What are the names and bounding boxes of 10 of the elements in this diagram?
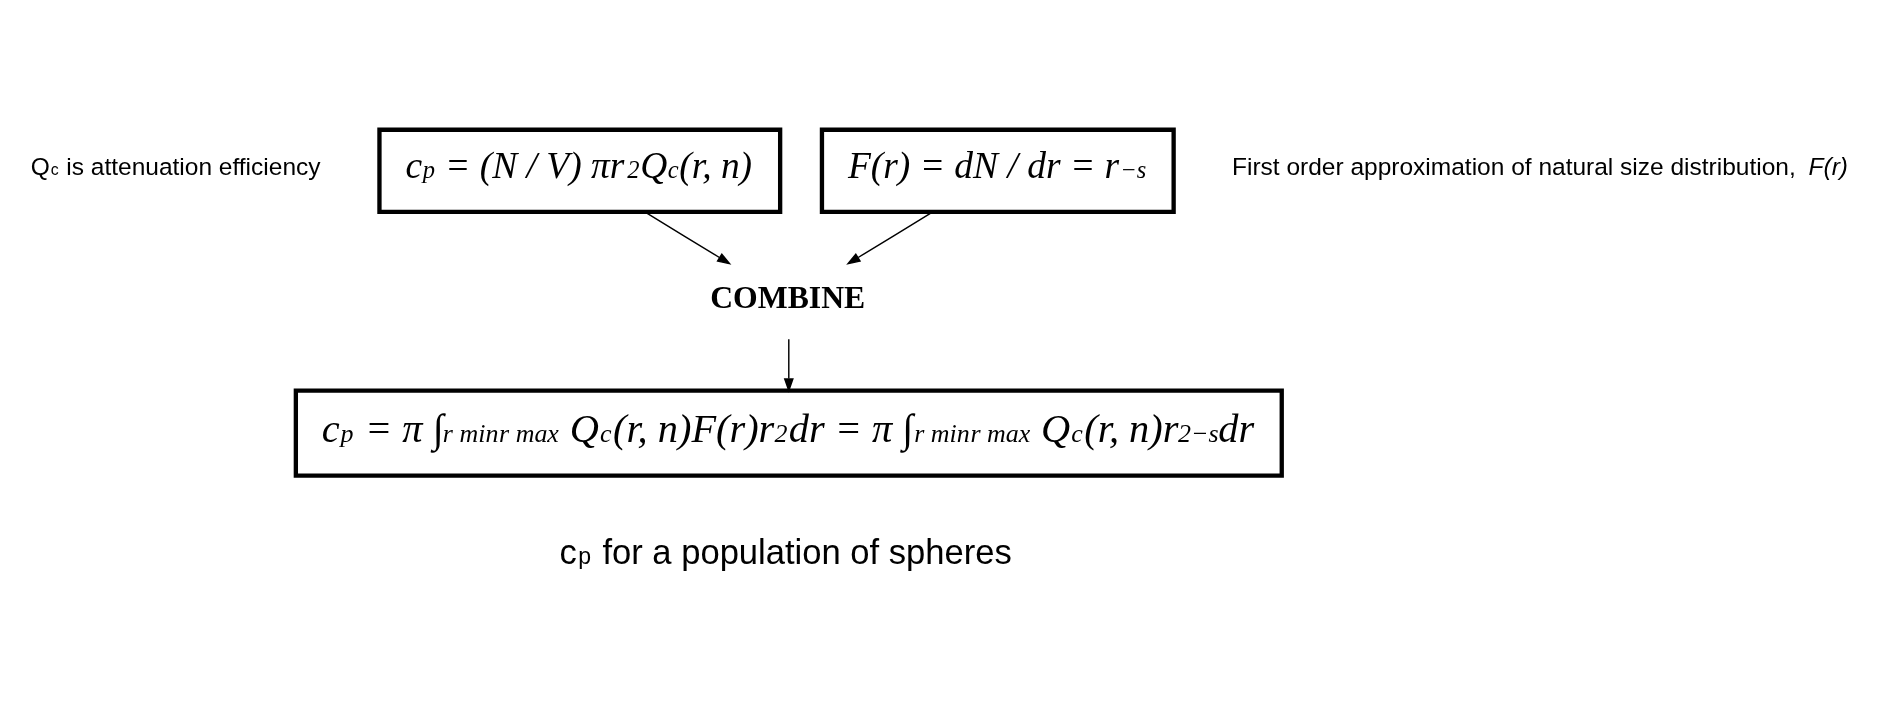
node-label: cp for a population of spheres [559,532,1012,571]
arrow [644,211,732,265]
node-text: COMBINE [710,279,866,315]
node-box: F(r) = dN / dr = r−s [819,127,1176,215]
node-box: cp = π ∫r minr max Qc(r, n)F(r)r2dr = π ∫r minr max Qc(r, n)r2−sdr [293,388,1284,478]
node-label: First order approximation of natural size distribution, F(r) [1232,153,1849,181]
arrow [783,338,794,393]
arrow [846,211,934,265]
node-label: Qc is attenuation efficiency [30,153,321,181]
node-box: cp = (N / V) πr2Qc(r, n) [377,127,783,215]
